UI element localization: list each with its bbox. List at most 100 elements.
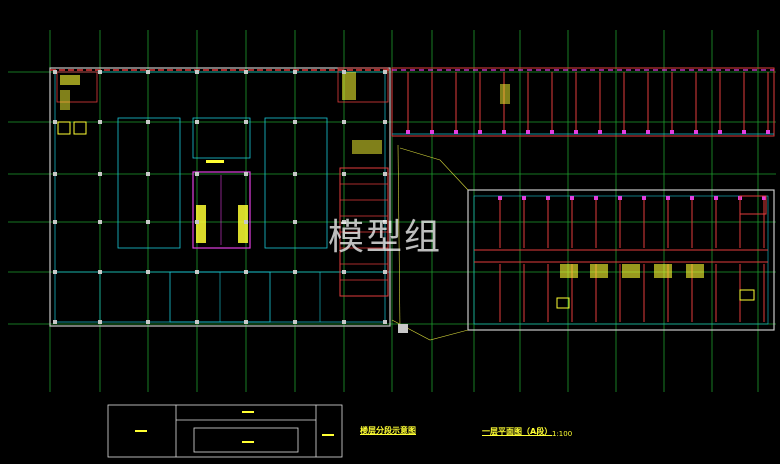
lower-elevator <box>739 289 755 301</box>
main-building-plan <box>49 67 391 327</box>
east-wing-partitions <box>340 183 388 281</box>
atrium-top <box>192 117 251 159</box>
column-5-0 <box>293 70 297 74</box>
segment-outer <box>107 404 343 458</box>
north-arrow-block <box>398 324 408 333</box>
column-4-5 <box>244 320 248 324</box>
column-5-4 <box>293 270 297 274</box>
column-2-5 <box>146 320 150 324</box>
lower-stair-0 <box>560 264 578 278</box>
escalator-right <box>238 205 248 243</box>
column-0-4 <box>53 270 57 274</box>
upper-column-6 <box>550 130 554 134</box>
column-5-2 <box>293 172 297 176</box>
column-1-5 <box>98 320 102 324</box>
stair-upper <box>500 84 510 104</box>
column-6-0 <box>342 70 346 74</box>
lower-stair-2 <box>622 264 640 278</box>
column-4-0 <box>244 70 248 74</box>
upper-column-7 <box>574 130 578 134</box>
column-1-1 <box>98 120 102 124</box>
column-6-1 <box>342 120 346 124</box>
column-6-5 <box>342 320 346 324</box>
lower-column-9 <box>714 196 718 200</box>
upper-column-11 <box>670 130 674 134</box>
segment-diagram-caption: 楼层分段示意图 <box>360 426 416 435</box>
stair-nw <box>60 75 80 85</box>
lower-column-7 <box>666 196 670 200</box>
column-3-4 <box>195 270 199 274</box>
column-6-3 <box>342 220 346 224</box>
lower-column-0 <box>498 196 502 200</box>
column-7-2 <box>383 172 387 176</box>
segment-diagram <box>107 404 343 458</box>
lower-column-5 <box>618 196 622 200</box>
atrium-right <box>264 117 328 249</box>
column-2-1 <box>146 120 150 124</box>
upper-column-3 <box>478 130 482 134</box>
escalator-left <box>196 205 206 243</box>
upper-column-10 <box>646 130 650 134</box>
upper-column-8 <box>598 130 602 134</box>
column-3-3 <box>195 220 199 224</box>
column-2-3 <box>146 220 150 224</box>
upper-column-4 <box>502 130 506 134</box>
lower-column-4 <box>594 196 598 200</box>
column-3-2 <box>195 172 199 176</box>
column-1-4 <box>98 270 102 274</box>
stair-room-ne <box>337 67 389 103</box>
plan-scale: 1:100 <box>552 430 573 438</box>
column-3-5 <box>195 320 199 324</box>
lower-stair-3 <box>654 264 672 278</box>
lower-stair-1 <box>590 264 608 278</box>
lower-column-6 <box>642 196 646 200</box>
column-1-3 <box>98 220 102 224</box>
elevator-2 <box>73 121 87 135</box>
lower-column-8 <box>690 196 694 200</box>
upper-right-wing <box>391 67 775 137</box>
lower-ne-room <box>739 195 767 215</box>
column-0-3 <box>53 220 57 224</box>
column-3-1 <box>195 120 199 124</box>
upper-column-13 <box>718 130 722 134</box>
outer-wall <box>49 67 391 327</box>
column-7-3 <box>383 220 387 224</box>
column-0-0 <box>53 70 57 74</box>
column-5-5 <box>293 320 297 324</box>
column-7-0 <box>383 70 387 74</box>
atrium-left <box>117 117 181 249</box>
column-1-2 <box>98 172 102 176</box>
column-5-3 <box>293 220 297 224</box>
column-0-5 <box>53 320 57 324</box>
column-4-2 <box>244 172 248 176</box>
lower-column-11 <box>762 196 766 200</box>
stair-e <box>352 140 382 154</box>
upper-column-0 <box>406 130 410 134</box>
lower-column-1 <box>522 196 526 200</box>
lower-wing-partitions <box>498 196 766 322</box>
column-6-4 <box>342 270 346 274</box>
lower-right-wing <box>467 189 775 331</box>
label-mark <box>206 160 224 163</box>
lower-elevator-2 <box>556 297 570 309</box>
column-0-2 <box>53 172 57 176</box>
upper-column-1 <box>430 130 434 134</box>
lower-wing-stairs <box>560 264 704 278</box>
upper-column-2 <box>454 130 458 134</box>
upper-wing-outline <box>391 67 775 137</box>
stair-nw-2 <box>60 90 70 110</box>
column-1-0 <box>98 70 102 74</box>
escalator-hall <box>192 171 251 249</box>
column-2-4 <box>146 270 150 274</box>
plan-title: 一层平面图（A段） <box>482 427 553 436</box>
column-0-1 <box>53 120 57 124</box>
upper-column-14 <box>742 130 746 134</box>
column-4-1 <box>244 120 248 124</box>
column-7-4 <box>383 270 387 274</box>
stair-ne <box>342 72 356 100</box>
column-4-3 <box>244 220 248 224</box>
upper-column-12 <box>694 130 698 134</box>
upper-column-5 <box>526 130 530 134</box>
elevator-1 <box>57 121 71 135</box>
